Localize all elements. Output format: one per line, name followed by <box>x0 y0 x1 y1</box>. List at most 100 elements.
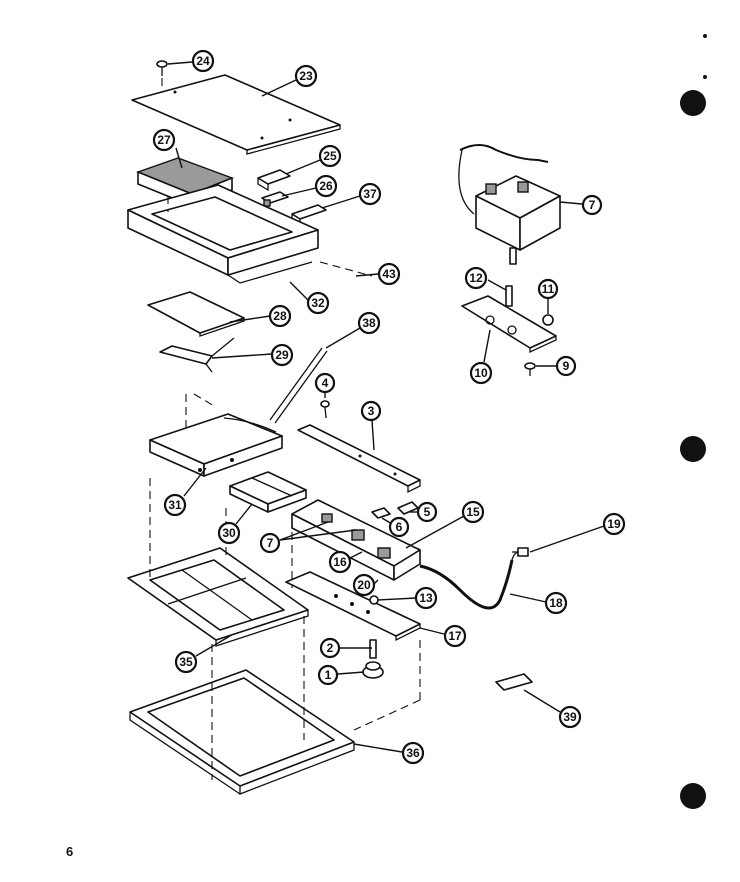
callout-16: 16 <box>328 550 352 574</box>
part-nut-11 <box>542 314 554 326</box>
binder-hole-middle <box>680 436 706 462</box>
callout-39: 39 <box>558 705 582 729</box>
svg-text:19: 19 <box>607 517 621 531</box>
callout-23: 23 <box>294 64 318 88</box>
callout-35: 35 <box>174 650 198 674</box>
part-shaft-2 <box>369 639 377 659</box>
callout-7b: 7 <box>581 194 603 216</box>
svg-text:9: 9 <box>563 359 570 373</box>
part-clip-26 <box>261 191 289 207</box>
callout-31: 31 <box>163 493 187 517</box>
svg-text:20: 20 <box>357 578 371 592</box>
part-rack-35 <box>127 547 309 647</box>
svg-text:4: 4 <box>322 376 329 390</box>
svg-text:36: 36 <box>406 746 420 760</box>
svg-text:39: 39 <box>563 710 577 724</box>
part-knob-1 <box>362 661 384 679</box>
callout-4: 4 <box>314 372 336 394</box>
callout-30: 30 <box>217 521 241 545</box>
svg-text:29: 29 <box>275 348 289 362</box>
part-knob-13 <box>369 595 379 605</box>
part-lever-29 <box>159 337 235 373</box>
svg-text:17: 17 <box>448 629 462 643</box>
callout-37: 37 <box>358 182 382 206</box>
part-plug-19 <box>512 547 529 557</box>
callout-26: 26 <box>314 174 338 198</box>
svg-text:38: 38 <box>362 316 376 330</box>
alignment-lines-upper <box>167 196 215 436</box>
callout-10: 10 <box>469 361 493 385</box>
part-rod-38 <box>269 347 328 424</box>
callout-17: 17 <box>443 624 467 648</box>
part-control-housing-15 <box>291 499 421 581</box>
svg-text:6: 6 <box>396 520 403 534</box>
svg-text:24: 24 <box>196 54 210 68</box>
part-bar-3 <box>297 424 421 494</box>
part-plate-28 <box>147 291 245 337</box>
svg-text:30: 30 <box>222 526 236 540</box>
callout-24: 24 <box>191 49 215 73</box>
callout-3: 3 <box>360 400 382 422</box>
part-base-frame-36 <box>129 669 355 795</box>
part-clip-6 <box>371 507 391 519</box>
part-element-carrier-30 <box>229 471 307 513</box>
callout-25: 25 <box>318 144 342 168</box>
speck <box>703 34 707 38</box>
svg-text:15: 15 <box>466 505 480 519</box>
callout-12: 12 <box>464 266 488 290</box>
callout-20: 20 <box>352 573 376 597</box>
svg-text:10: 10 <box>474 366 488 380</box>
binder-hole-bottom <box>680 783 706 809</box>
leader-lines <box>167 61 605 753</box>
svg-text:11: 11 <box>542 282 555 296</box>
svg-text:12: 12 <box>469 271 483 285</box>
part-pin-12 <box>505 285 513 307</box>
part-screw-4 <box>320 400 330 419</box>
callout-11: 11 <box>537 278 559 300</box>
binder-holes <box>680 34 707 809</box>
part-bracket-25 <box>257 169 291 192</box>
callout-19: 19 <box>602 512 626 536</box>
svg-text:13: 13 <box>419 591 433 605</box>
svg-text:7: 7 <box>589 198 596 212</box>
svg-text:35: 35 <box>179 655 193 669</box>
callout-29: 29 <box>270 343 294 367</box>
svg-text:3: 3 <box>368 404 375 418</box>
svg-text:32: 32 <box>311 296 325 310</box>
part-bracket-plate-10 <box>461 295 557 354</box>
part-thermostat-7 <box>458 144 561 265</box>
part-screw-9 <box>524 362 536 376</box>
binder-hole-top <box>680 90 706 116</box>
callout-15: 15 <box>461 500 485 524</box>
part-label-39 <box>495 673 533 691</box>
callout-32: 32 <box>306 291 330 315</box>
svg-text:25: 25 <box>323 149 337 163</box>
part-element-carrier-31 <box>149 413 283 477</box>
callout-38: 38 <box>357 311 381 335</box>
speck <box>703 75 707 79</box>
callout-1: 1 <box>317 664 339 686</box>
part-screw-24 <box>156 60 168 92</box>
svg-text:27: 27 <box>157 133 171 147</box>
svg-text:18: 18 <box>549 596 563 610</box>
callout-18: 18 <box>544 591 568 615</box>
svg-text:37: 37 <box>363 187 377 201</box>
callout-7: 7 <box>259 532 281 554</box>
callout-5: 5 <box>416 501 438 523</box>
page-number: 6 <box>66 844 74 859</box>
svg-text:26: 26 <box>319 179 333 193</box>
svg-text:28: 28 <box>273 309 287 323</box>
callout-13: 13 <box>414 586 438 610</box>
callout-36: 36 <box>401 741 425 765</box>
callout-2: 2 <box>319 637 341 659</box>
svg-text:1: 1 <box>325 668 332 682</box>
part-cover-plate-23 <box>131 74 341 155</box>
svg-text:31: 31 <box>168 498 182 512</box>
svg-text:23: 23 <box>299 69 313 83</box>
callout-43: 43 <box>377 262 401 286</box>
callout-6: 6 <box>388 516 410 538</box>
part-tray-frame-32 <box>127 184 373 284</box>
part-front-panel-17 <box>285 571 421 642</box>
callout-28: 28 <box>268 304 292 328</box>
